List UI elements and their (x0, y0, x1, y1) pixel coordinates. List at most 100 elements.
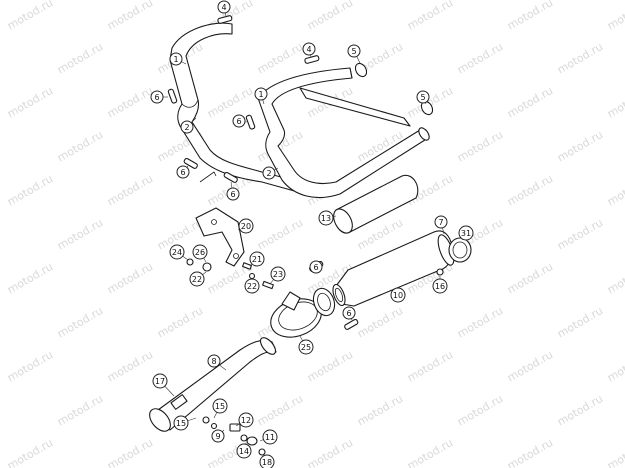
callout-circle (434, 215, 448, 229)
callout-label: 22 (247, 282, 257, 291)
callout-15: 15 (173, 415, 189, 431)
watermark-text: motod.ru (555, 216, 605, 252)
callout-17: 17 (152, 373, 168, 389)
watermark-text: motod.ru (555, 128, 605, 164)
watermark-text: motod.ru (355, 304, 405, 340)
callout-circle (212, 398, 228, 414)
callout-22: 22 (244, 278, 260, 294)
callout-8: 8 (207, 354, 221, 368)
callout-label: 15 (176, 419, 186, 428)
callout-circle (249, 251, 265, 267)
callout-circle (232, 114, 246, 128)
watermark-text: motod.ru (255, 40, 305, 76)
callout-label: 20 (241, 222, 251, 231)
watermark-text: motod.ru (505, 84, 555, 120)
watermark-text: motod.ru (405, 0, 455, 33)
callout-label: 14 (239, 447, 249, 456)
mid-pipe (149, 337, 277, 432)
hook-wire (199, 171, 217, 183)
callout-label: 24 (172, 248, 182, 257)
watermark-text: motod.ru (605, 260, 625, 296)
callout-circle (150, 90, 164, 104)
watermark-text: motod.ru (405, 436, 455, 468)
watermark-text: motod.ru (355, 392, 405, 428)
watermark-text: motod.ru (105, 260, 155, 296)
watermark-text: motod.ru (205, 84, 255, 120)
callout-circle (152, 373, 168, 389)
callout-5: 5 (416, 90, 430, 104)
watermark-text: motod.ru (605, 84, 625, 120)
coupling-sleeve (312, 287, 336, 317)
watermark-text: motod.ru (555, 40, 605, 76)
callout-circle (270, 266, 286, 282)
callout-circle (226, 187, 240, 201)
link-pipe (299, 87, 411, 127)
watermark-text: motod.ru (455, 128, 505, 164)
callout-26: 26 (192, 244, 208, 260)
watermark-text: motod.ru (555, 304, 605, 340)
callout-label: 1 (173, 55, 178, 64)
callout-label: 1 (258, 90, 263, 99)
callout-9: 9 (211, 429, 225, 443)
callout-circle (302, 42, 316, 56)
callout-label: 26 (195, 248, 205, 257)
watermark-text: motod.ru (5, 436, 55, 468)
watermark-text: motod.ru (5, 260, 55, 296)
callout-label: 6 (180, 168, 185, 177)
callout-31: 31 (458, 225, 474, 241)
callout-25: 25 (298, 339, 314, 355)
callout-22: 22 (189, 271, 205, 287)
callout-circle (259, 454, 275, 468)
callout-6: 6 (176, 165, 190, 179)
watermark-text: motod.ru (105, 436, 155, 468)
callout-label: 2 (184, 123, 189, 132)
callout-12: 12 (238, 412, 254, 428)
callout-circle (298, 339, 314, 355)
callout-circle (217, 0, 231, 14)
callout-circle (254, 87, 268, 101)
callout-label: 21 (252, 255, 262, 264)
callout-circle (416, 90, 430, 104)
callout-circle (236, 443, 252, 459)
callout-2: 2 (180, 120, 194, 134)
callout-label: 8 (211, 357, 216, 366)
callout-13: 13 (318, 210, 334, 226)
callout-circle (390, 287, 406, 303)
callout-circle (342, 306, 356, 320)
callout-label: 23 (273, 270, 283, 279)
callout-label: 17 (155, 377, 165, 386)
watermark-text: motod.ru (105, 0, 155, 33)
watermark-text: motod.ru (405, 84, 455, 120)
callout-6: 6 (309, 260, 323, 274)
callout-circle (238, 218, 254, 234)
callout-label: 6 (236, 117, 241, 126)
callout-label: 6 (154, 93, 159, 102)
watermark-text: motod.ru (255, 392, 305, 428)
callout-circle (309, 260, 323, 274)
watermark-text: motod.ru (105, 348, 155, 384)
watermark-text: motod.ru (155, 304, 205, 340)
callout-24: 24 (169, 244, 185, 260)
watermark-text: motod.ru (305, 436, 355, 468)
callout-6: 6 (150, 90, 164, 104)
callout-label: 22 (192, 275, 202, 284)
callout-label: 25 (301, 343, 311, 352)
watermark-text: motod.ru (55, 40, 105, 76)
watermark-text: motod.ru (105, 84, 155, 120)
callout-circle (211, 429, 225, 443)
watermark-text: motod.ru (255, 216, 305, 252)
callout-11: 11 (262, 429, 278, 445)
callout-6: 6 (226, 187, 240, 201)
callout-label: 9 (215, 432, 220, 441)
small-hardware (186, 258, 444, 290)
callout-label: 5 (351, 47, 356, 56)
callout-14: 14 (236, 443, 252, 459)
callout-circle (189, 271, 205, 287)
watermark-text: motod.ru (405, 348, 455, 384)
watermark-text: motod.ru (5, 84, 55, 120)
callout-label: 5 (420, 93, 425, 102)
callout-circle (262, 166, 276, 180)
callout-circle (432, 278, 448, 294)
